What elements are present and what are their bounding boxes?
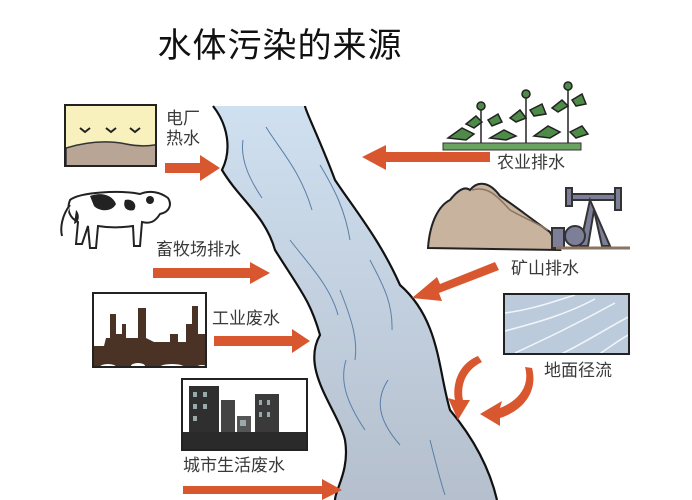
industrial-picture — [92, 292, 207, 368]
arrow-runoff-1 — [448, 356, 482, 420]
birds-landscape-icon — [66, 127, 155, 165]
power-plant-label: 电厂 热水 — [166, 109, 200, 149]
arrow-livestock — [153, 262, 270, 284]
arrow-mining — [412, 262, 499, 301]
livestock-label: 畜牧场排水 — [156, 240, 241, 260]
runoff-label: 地面径流 — [544, 361, 612, 381]
power-plant-picture — [64, 104, 157, 167]
agriculture-label: 农业排水 — [497, 153, 565, 173]
arrow-agriculture — [362, 145, 490, 170]
arrow-power-plant — [165, 155, 220, 181]
industrial-label: 工业废水 — [212, 309, 280, 329]
urban-label: 城市生活废水 — [183, 456, 285, 476]
factory-skyline-icon — [94, 306, 205, 366]
arrow-runoff-2 — [480, 367, 534, 426]
city-buildings-icon — [183, 386, 306, 449]
runoff-waves-icon — [505, 295, 628, 353]
diagram-title: 水体污染的来源 — [157, 26, 403, 66]
urban-picture — [181, 378, 308, 451]
runoff-picture — [503, 293, 630, 355]
arrow-industrial — [214, 329, 310, 353]
arrow-urban — [183, 479, 342, 500]
mining-label: 矿山排水 — [511, 259, 579, 279]
